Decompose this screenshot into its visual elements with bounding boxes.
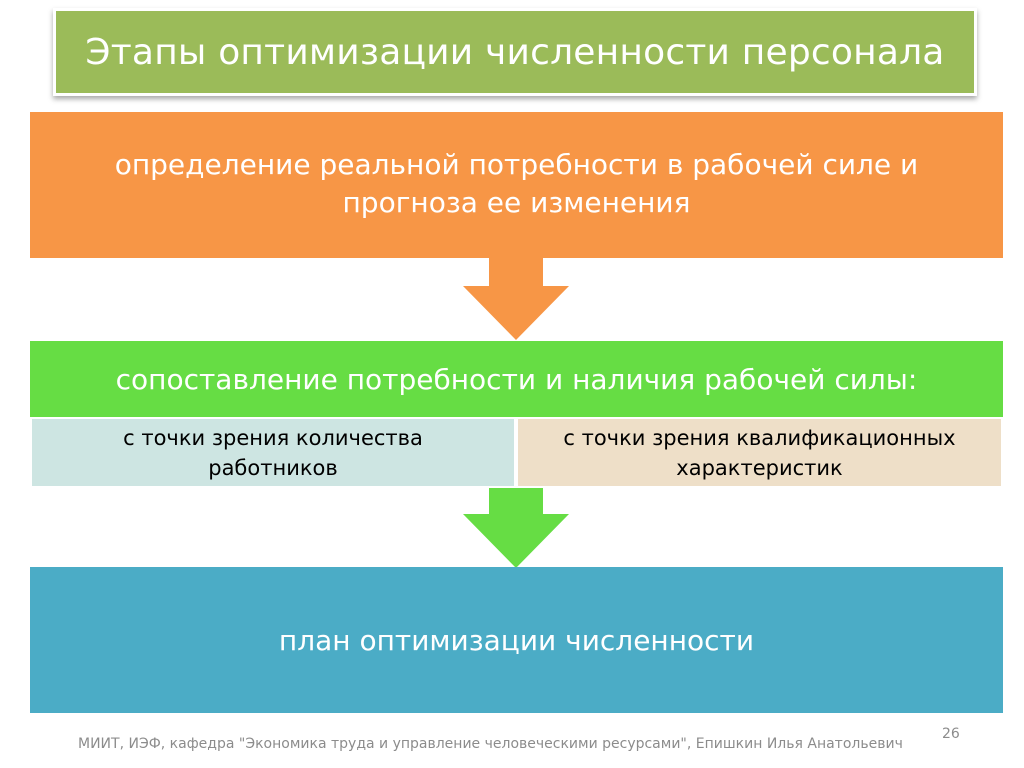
step-3-box: план оптимизации численности [30,567,1003,713]
step-2-sub-qualification: с точки зрения квалификационных характер… [516,417,1003,488]
step-2-sub-quantity: с точки зрения количества работников [30,417,516,488]
step-1-text: определение реальной потребности в рабоч… [114,148,919,219]
step-1-box: определение реальной потребности в рабоч… [30,112,1003,258]
arrow-down-icon [463,258,569,340]
footer-credits: МИИТ, ИЭФ, кафедра "Экономика труда и уп… [78,736,903,752]
step-2-text: сопоставление потребности и наличия рабо… [115,362,918,396]
step-2-sub-qualification-text: с точки зрения квалификационных характер… [563,425,956,480]
step-3-text: план оптимизации численности [278,623,755,657]
page-number: 26 [942,726,960,742]
step-2-box: сопоставление потребности и наличия рабо… [30,341,1003,417]
step-2-sub-quantity-text: с точки зрения количества работников [123,425,423,480]
slide-title: Этапы оптимизации численности персонала [85,31,945,73]
title-banner: Этапы оптимизации численности персонала [53,8,977,96]
arrow-down-icon [463,488,569,568]
